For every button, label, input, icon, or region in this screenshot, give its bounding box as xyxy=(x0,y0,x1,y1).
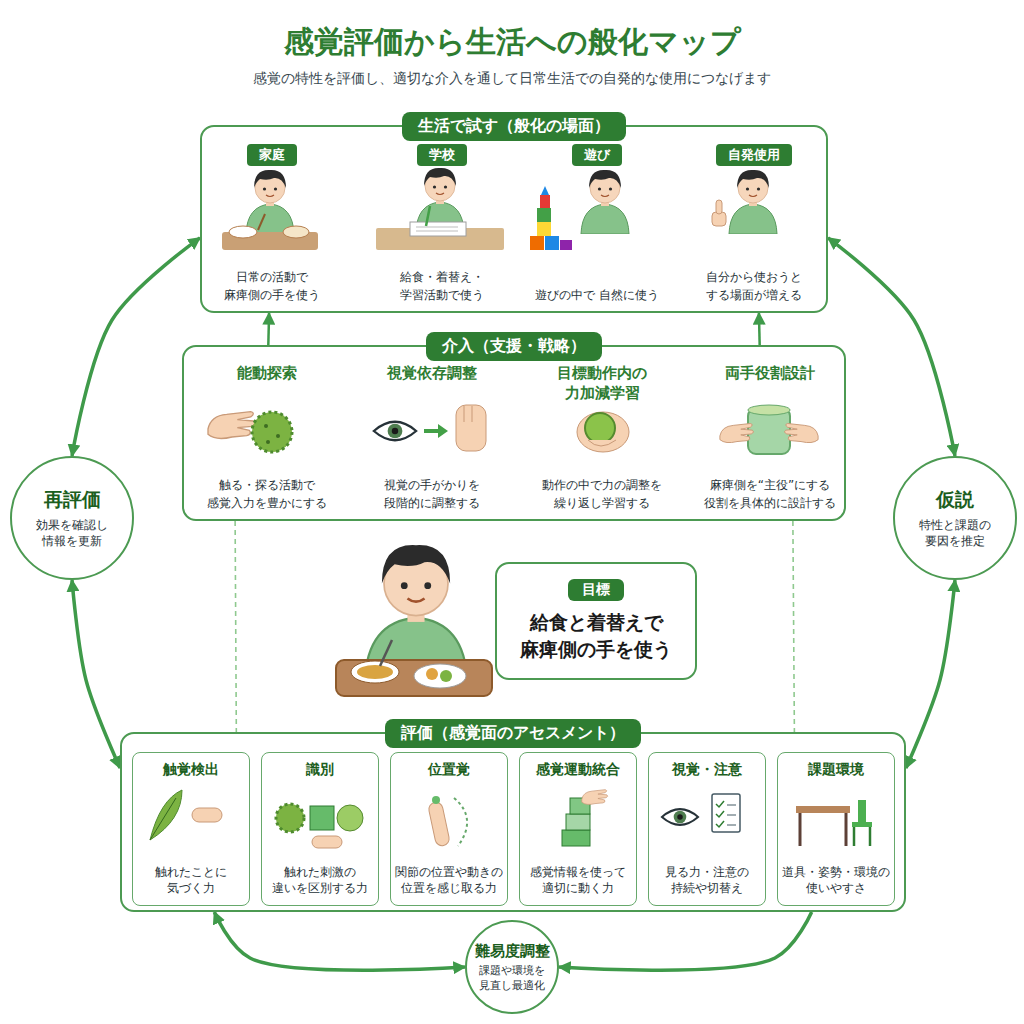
cycle-arrow xyxy=(214,912,465,970)
node-heading: 生活で試す（般化の場面） xyxy=(402,112,626,141)
node-body: 視覚の手がかりを 段階的に調整する xyxy=(358,477,506,512)
node-heading: 再評価 xyxy=(44,487,101,513)
node-heading: 自発使用 xyxy=(716,144,792,166)
node-heading: 視覚依存調整 xyxy=(387,364,477,384)
cycle-arrow xyxy=(72,238,200,456)
node-body: 見る力・注意の 持続や切替え xyxy=(652,864,762,897)
cycle-arrow xyxy=(559,912,812,970)
subtitle: 感覚の特性を評価し、適切な介入を通して日常生活での自発的な使用につなげます xyxy=(0,70,1024,88)
scene-card: 遊び遊びの中で 自然に使う xyxy=(522,142,672,308)
diagram-title: 感覚評価から生活への般化マップ xyxy=(0,22,1024,63)
node-heading: 両手役割設計 xyxy=(725,364,815,384)
node-body: 給食と着替えで 麻痺側の手を使う xyxy=(503,609,689,662)
node-heading: 課題環境 xyxy=(808,761,864,779)
dashed-link xyxy=(793,521,795,732)
node-body: 触れたことに 気づく力 xyxy=(136,864,246,897)
node-body: 感覚情報を使って 適切に動く力 xyxy=(523,864,633,897)
strategy-item: 目標動作内の 力加減学習動作の中で力の調整を 繰り返し学習する xyxy=(526,358,678,518)
node-body: 触る・探る活動で 感覚入力を豊かにする xyxy=(193,477,341,512)
cycle-arrow xyxy=(72,580,120,768)
node-heading: 評価（感覚面のアセスメント） xyxy=(385,719,641,748)
node-heading: 目標 xyxy=(568,579,624,601)
node-heading: 学校 xyxy=(417,144,467,166)
node-body: 遊びの中で 自然に使う xyxy=(535,287,659,304)
goal-box: 目標給食と着替えで 麻痺側の手を使う xyxy=(495,562,697,680)
cycle-arrow xyxy=(758,313,761,345)
node-heading: 触覚検出 xyxy=(163,761,219,779)
assessment-item: 位置覚関節の位置や動きの 位置を感じ取る力 xyxy=(390,752,508,906)
node-heading: 仮説 xyxy=(936,487,974,513)
cycle-circle: 再評価効果を確認し 情報を更新 xyxy=(10,456,134,580)
node-heading: 難易度調整 xyxy=(475,942,550,961)
node-heading: 識別 xyxy=(306,761,334,779)
intervention-band: 介入（支援・戦略）能動探索触る・探る活動で 感覚入力を豊かにする視覚依存調整視覚… xyxy=(182,345,846,521)
assessment-band: 評価（感覚面のアセスメント）触覚検出触れたことに 気づく力識別触れた刺激の 違い… xyxy=(120,732,906,912)
node-body: 日常の活動で 麻痺側の手を使う xyxy=(199,269,345,304)
node-heading: 家庭 xyxy=(247,144,297,166)
node-heading: 位置覚 xyxy=(428,761,470,779)
strategy-item: 視覚依存調整視覚の手がかりを 段階的に調整する xyxy=(356,358,508,518)
cycle-arrow xyxy=(267,313,270,345)
node-body: 麻痺側を“主役”にする 役割を具体的に設計する xyxy=(696,477,844,512)
assessment-item: 識別触れた刺激の 違いを区別する力 xyxy=(261,752,379,906)
scene-card: 自発使用自分から使おうと する場面が増える xyxy=(679,142,829,308)
node-heading: 遊び xyxy=(572,144,622,166)
dashed-link xyxy=(235,521,236,732)
cycle-circle: 仮説特性と課題の 要因を推定 xyxy=(893,456,1017,580)
assessment-item: 感覚運動統合感覚情報を使って 適切に動く力 xyxy=(519,752,637,906)
assessment-item: 課題環境道具・姿勢・環境の 使いやすさ xyxy=(777,752,895,906)
node-body: 道具・姿勢・環境の 使いやすさ xyxy=(781,864,891,897)
node-body: 自分から使おうと する場面が増える xyxy=(681,269,827,304)
node-heading: 介入（支援・戦略） xyxy=(426,332,602,361)
cycle-circle: 難易度調整課題や環境を 見直し最適化 xyxy=(465,920,559,1014)
node-heading: 感覚運動統合 xyxy=(536,761,620,779)
assessment-item: 触覚検出触れたことに 気づく力 xyxy=(132,752,250,906)
cycle-arrow xyxy=(828,238,955,456)
scene-card: 家庭日常の活動で 麻痺側の手を使う xyxy=(197,142,347,308)
node-body: 特性と課題の 要因を推定 xyxy=(899,517,1011,549)
node-body: 給食・着替え・ 学習活動で使う xyxy=(369,269,515,304)
node-heading: 視覚・注意 xyxy=(672,761,742,779)
node-heading: 能動探索 xyxy=(237,364,297,384)
strategy-item: 能動探索触る・探る活動で 感覚入力を豊かにする xyxy=(191,358,343,518)
cycle-arrow xyxy=(906,580,955,768)
assessment-item: 視覚・注意見る力・注意の 持続や切替え xyxy=(648,752,766,906)
node-body: 関節の位置や動きの 位置を感じ取る力 xyxy=(394,864,504,897)
node-body: 触れた刺激の 違いを区別する力 xyxy=(265,864,375,897)
node-body: 課題や環境を 見直し最適化 xyxy=(471,963,553,991)
node-body: 動作の中で力の調整を 繰り返し学習する xyxy=(528,477,676,512)
scene-band: 生活で試す（般化の場面）家庭日常の活動で 麻痺側の手を使う学校給食・着替え・ 学… xyxy=(200,125,828,313)
scene-card: 学校給食・着替え・ 学習活動で使う xyxy=(367,142,517,308)
node-body: 効果を確認し 情報を更新 xyxy=(16,517,128,549)
node-heading: 目標動作内の 力加減学習 xyxy=(528,364,676,403)
strategy-item: 両手役割設計麻痺側を“主役”にする 役割を具体的に設計する xyxy=(694,358,846,518)
